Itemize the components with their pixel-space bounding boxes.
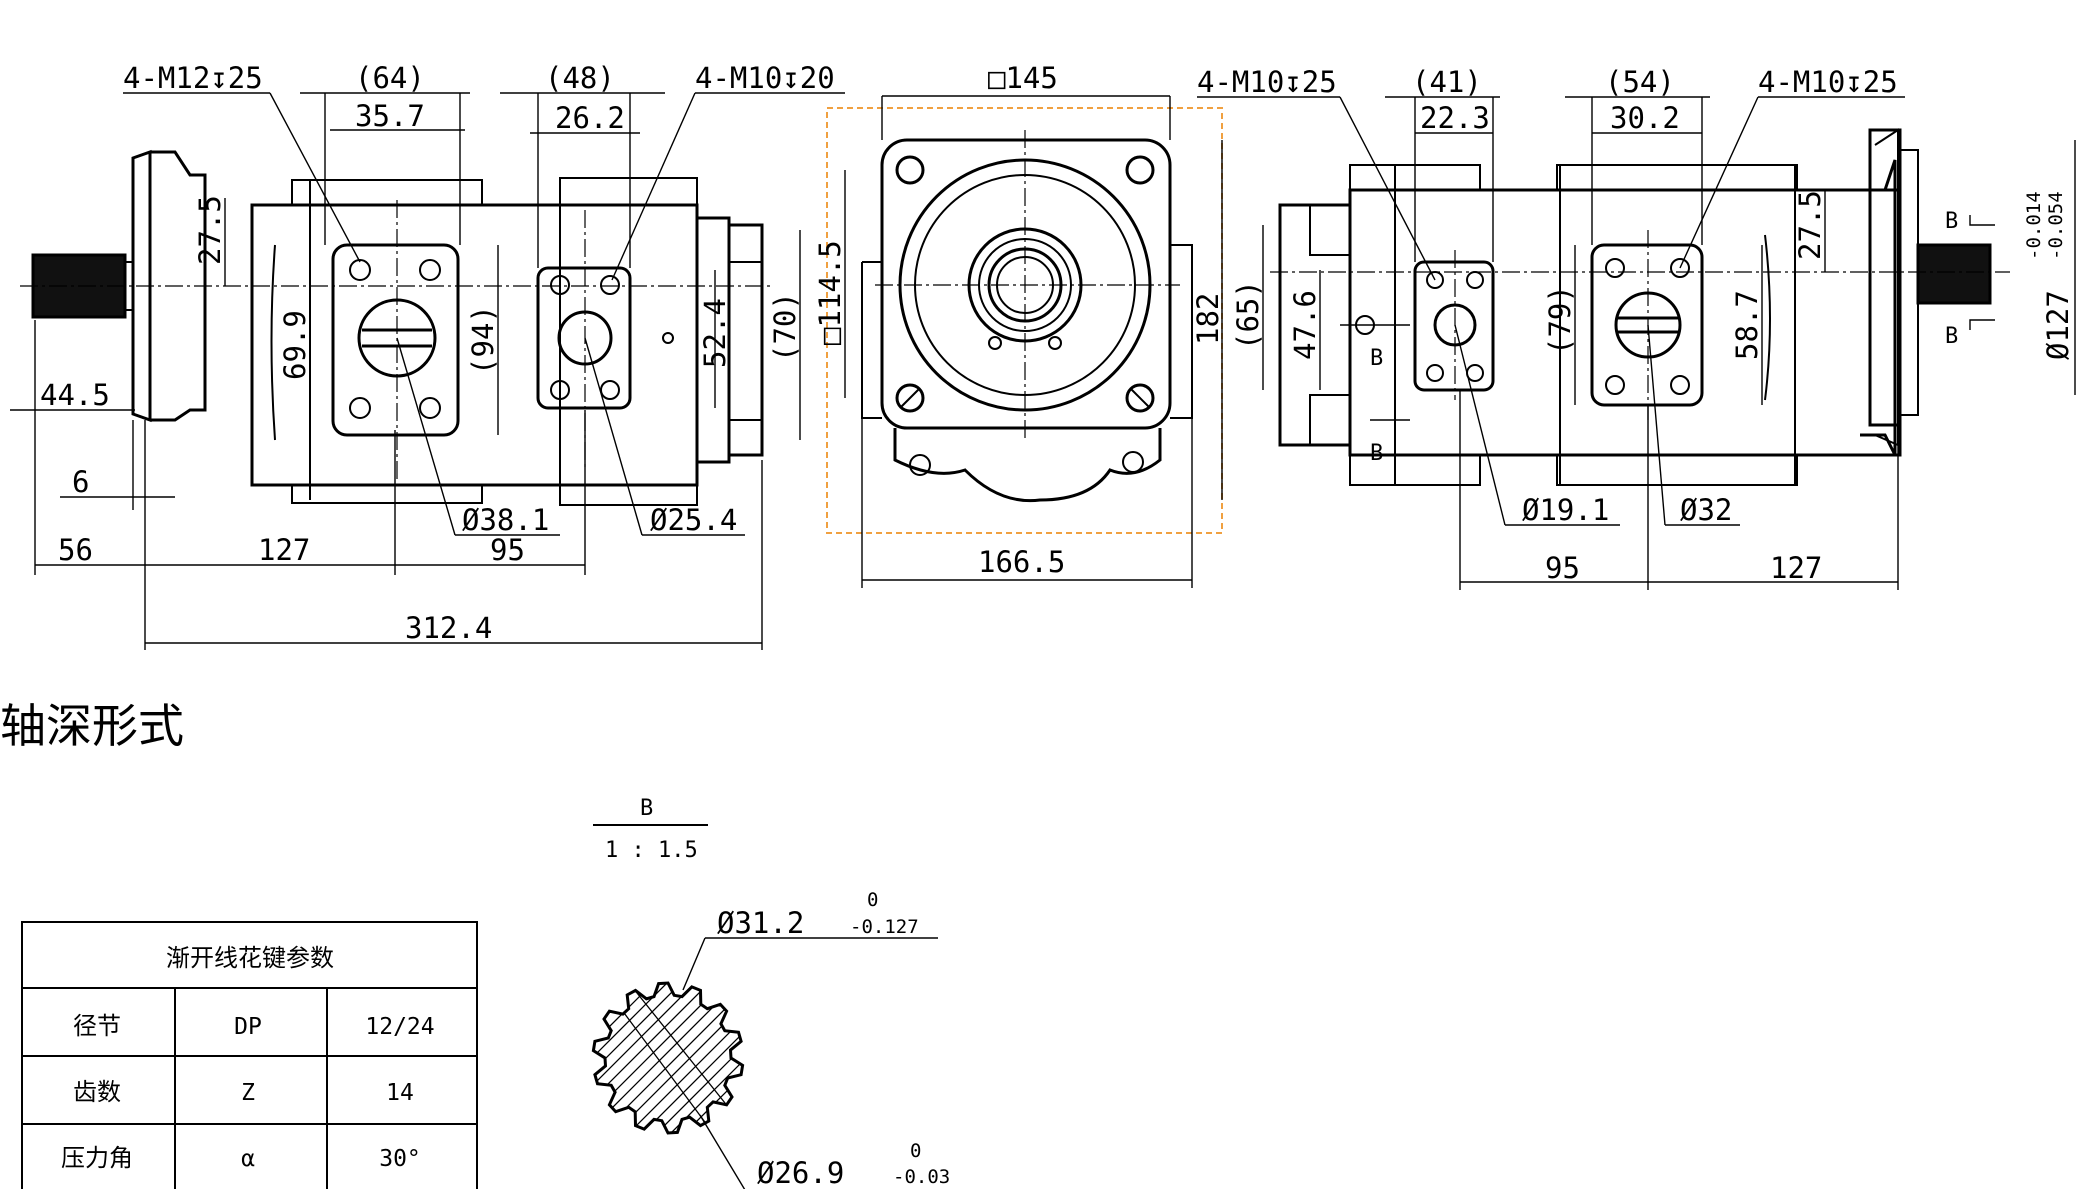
thread-spec-label: 4-M10↧25: [1758, 65, 1898, 99]
dimension-label: (64): [355, 61, 425, 95]
tolerance-label: 0: [910, 1140, 921, 1162]
tolerance-label: 0: [867, 889, 878, 911]
dimension-label: 26.2: [555, 101, 625, 135]
dimension-label: (41): [1412, 65, 1482, 99]
dimension-label: (94): [466, 305, 500, 375]
dimension-label: 22.3: [1420, 101, 1490, 135]
dimension-label: (48): [545, 61, 615, 95]
table-cell: DP: [234, 1014, 262, 1040]
dimension-label: 58.7: [1730, 290, 1764, 360]
table-cell: 齿数: [73, 1078, 121, 1106]
table-cell: 30°: [379, 1146, 421, 1172]
left-side-view: 4-M12↧25 (64) 35.7 (48) 26.2 4-M10↧20 27…: [10, 61, 845, 650]
dimension-label: 27.5: [193, 195, 227, 265]
dimension-label: 30.2: [1610, 101, 1680, 135]
tolerance-label: -0.03: [893, 1166, 950, 1188]
dimension-label: (54): [1605, 65, 1675, 99]
dimension-label: 95: [1545, 551, 1580, 585]
detail-scale: 1 : 1.5: [605, 838, 698, 863]
section-line: [612, 997, 714, 1133]
detail-view-b: B 1 : 1.5 Ø31.2 0 -0.127 Ø26.9 0 -0.03: [591, 796, 950, 1189]
spline-profile: [591, 981, 745, 1135]
port-diameter-label: Ø25.4: [650, 503, 737, 537]
dimension-label: 6: [72, 465, 89, 499]
dimension-label: □145: [988, 61, 1058, 95]
dimension-label: Ø127: [2041, 290, 2075, 360]
table-title: 渐开线花键参数: [166, 944, 334, 972]
front-view: □145 □114.5 182 166.5: [813, 61, 1225, 588]
hatch-line: [603, 983, 743, 1133]
port-diameter-label: Ø32: [1680, 493, 1732, 527]
port-diameter-label: Ø19.1: [1522, 493, 1609, 527]
spline-hatch: [593, 983, 743, 1133]
table-cell: α: [241, 1146, 255, 1172]
dimension-label: 312.4: [405, 611, 492, 645]
thread-spec-label: 4-M10↧25: [1197, 65, 1337, 99]
table-cell: 径节: [73, 1012, 121, 1040]
dimension-label: 44.5: [40, 378, 110, 412]
dimension-label: 56: [58, 533, 93, 567]
port-diameter-label: Ø38.1: [462, 503, 549, 537]
thread-spec-label: 4-M10↧20: [695, 61, 835, 95]
tolerance-label: -0.127: [850, 916, 919, 938]
section-marker: B: [1945, 209, 1958, 234]
section-marker: B: [1370, 441, 1383, 466]
tolerance-label: -0.054: [2045, 191, 2067, 260]
table-cell: 14: [386, 1080, 414, 1106]
dimension-label: 47.6: [1288, 290, 1322, 360]
section-marker: B: [1370, 346, 1383, 371]
dimension-label: 182: [1191, 293, 1225, 345]
dimension-label: 127: [1770, 551, 1822, 585]
inner-diameter-label: Ø26.9: [757, 1156, 844, 1189]
dimension-label: (65): [1231, 280, 1265, 350]
table-cell: 12/24: [365, 1014, 434, 1040]
table-cell: 压力角: [61, 1144, 133, 1172]
dimension-label: 95: [490, 533, 525, 567]
section-line: [632, 987, 734, 1114]
section-title: 轴深形式: [0, 699, 184, 753]
section-marker: B: [1945, 324, 1958, 349]
detail-label: B: [640, 796, 653, 821]
thread-spec-label: 4-M12↧25: [123, 61, 263, 95]
dimension-label: (79): [1543, 285, 1577, 355]
dimension-label: 27.5: [1793, 190, 1827, 260]
dimension-label: 69.9: [278, 310, 312, 380]
dimension-label: (70): [768, 292, 802, 362]
dimension-label: 166.5: [978, 545, 1065, 579]
right-side-view: B B B B: [1197, 65, 2076, 590]
hatch-line: [715, 983, 743, 1133]
dimension-label: 52.4: [698, 298, 732, 368]
dimension-label: □114.5: [813, 240, 847, 345]
outer-diameter-label: Ø31.2: [717, 906, 804, 940]
dimension-label: 127: [258, 533, 310, 567]
tolerance-label: -0.014: [2023, 191, 2045, 260]
spline-table: 渐开线花键参数 径节 DP 12/24 齿数 Z 14 压力角 α 30°: [21, 921, 478, 1189]
table-cell: Z: [241, 1080, 255, 1106]
hatch-line: [593, 983, 693, 1133]
dimension-label: 35.7: [355, 99, 425, 133]
